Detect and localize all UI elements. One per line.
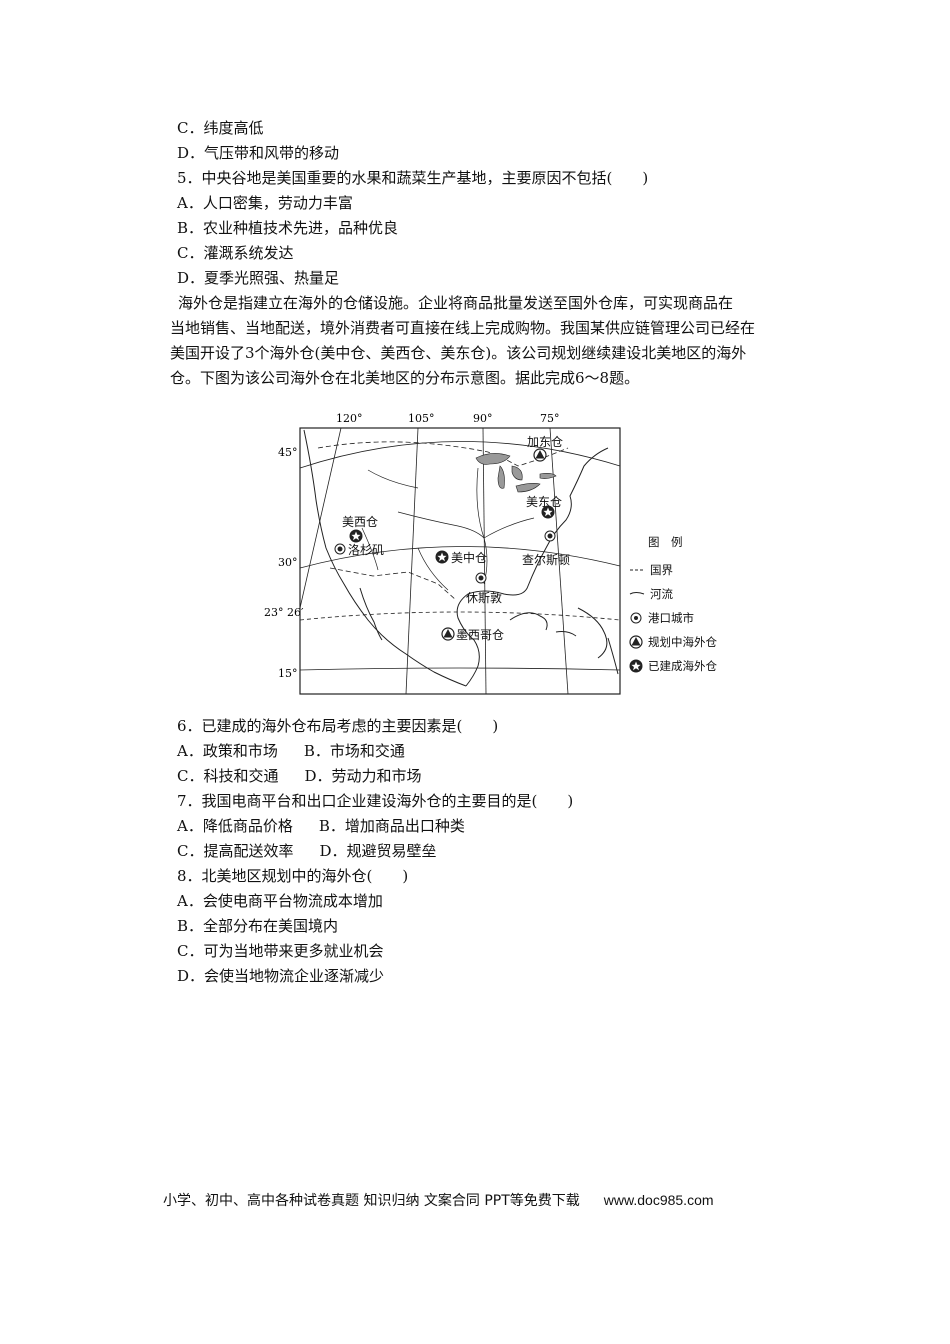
lon-label-105: 105° [408, 412, 435, 425]
parallel-15 [299, 667, 621, 671]
q6-stem: 6．已建成的海外仓布局考虑的主要因素是( ) [177, 717, 499, 735]
lon-label-75: 75° [540, 412, 560, 425]
star-icon [351, 531, 361, 541]
meridian-75 [549, 427, 569, 695]
star-icon [543, 507, 553, 517]
q7-option-a: A．降低商品价格 [177, 817, 293, 835]
q5-option-a: A．人口密集，劳动力丰富 [177, 194, 353, 212]
triangle-icon [443, 629, 453, 638]
lat-label-45: 45° [278, 446, 298, 459]
passage-line-4: 仓。下图为该公司海外仓在北美地区的分布示意图。据此完成6～8题。 [170, 369, 640, 387]
legend-built: 已建成海外仓 [648, 659, 717, 673]
border-us-mexico [329, 567, 457, 601]
river-ohio [483, 517, 535, 539]
passage-line-3: 美国开设了3个海外仓(美中仓、美西仓、美东仓)。该公司规划继续建设北美地区的海外 [170, 344, 747, 362]
lon-label-120: 120° [336, 412, 363, 425]
q7-stem: 7．我国电商平台和出口企业建设海外仓的主要目的是( ) [177, 792, 574, 810]
q6-option-d: D．劳动力和市场 [304, 767, 422, 785]
q8-option-d: D．会使当地物流企业逐渐减少 [177, 967, 385, 985]
q5-option-b: B．农业种植技术先进，品种优良 [177, 219, 399, 237]
legend-port: 港口城市 [648, 611, 694, 625]
q6-option-c: C．科技和交通 [177, 767, 279, 785]
river-missouri [397, 511, 485, 539]
river-mississippi [476, 467, 488, 585]
river-rio-grande [417, 547, 449, 591]
cuba-island [509, 612, 548, 631]
gulf-atlantic-coast [456, 447, 609, 687]
map-frame [299, 427, 621, 695]
parallel-45 [299, 441, 621, 469]
legend-planned: 规划中海外仓 [648, 635, 717, 649]
q8-option-a: A．会使电商平台物流成本增加 [177, 892, 383, 910]
label-meidong: 美东仓 [526, 495, 562, 509]
lesser-antilles [607, 637, 619, 675]
lake-erie [515, 483, 541, 493]
footer-text: 小学、初中、高中各种试卷真题 知识归纳 文案合同 PPT等免费下载 [163, 1193, 580, 1209]
q5-option-c: C．灌溉系统发达 [177, 244, 294, 262]
north-america-warehouse-map: 120° 105° 90° 75° 45° 30° 23° 26′ 15° [264, 408, 730, 700]
q7-option-b: B．增加商品出口种类 [318, 817, 465, 835]
label-jiadong: 加东仓 [527, 435, 563, 449]
label-meizhong: 美中仓 [451, 550, 487, 565]
q4-option-c: C．纬度高低 [177, 119, 264, 137]
meridian-105 [405, 427, 419, 695]
q6-option-a: A．政策和市场 [177, 742, 278, 760]
meridian-120 [299, 427, 342, 609]
q6-options-row-1: A．政策和市场 B．市场和交通 [177, 741, 405, 761]
pacific-coast [303, 429, 467, 687]
river-columbia [367, 469, 419, 489]
built-warehouses [349, 505, 555, 564]
hispaniola [555, 631, 577, 637]
label-mexico: 墨西哥仓 [456, 628, 504, 642]
label-meixi: 美西仓 [342, 515, 378, 529]
passage-line-2: 当地销售、当地配送，境外消费者可直接在线上完成购物。我国某供应链管理公司已经在 [170, 319, 756, 337]
river-colorado [361, 527, 379, 571]
label-charleston: 查尔斯顿 [522, 552, 570, 567]
tropic-of-cancer [299, 611, 621, 621]
lake-ontario [539, 473, 557, 479]
footer-site-link[interactable]: www.doc985.com [603, 1192, 714, 1208]
q7-option-d: D．规避贸易壁垒 [319, 842, 437, 860]
lake-huron [511, 465, 523, 481]
great-lakes [475, 453, 557, 493]
q8-stem: 8．北美地区规划中的海外仓( ) [177, 867, 409, 885]
lon-label-90: 90° [473, 412, 493, 425]
border-us-canada [317, 441, 569, 467]
page-footer: 小学、初中、高中各种试卷真题 知识归纳 文案合同 PPT等免费下载 www.doc… [163, 1190, 714, 1210]
label-los-angeles: 洛杉矶 [348, 542, 384, 557]
legend-river: 河流 [650, 587, 673, 601]
planned-warehouses [441, 448, 547, 641]
q8-option-b: B．全部分布在美国境内 [177, 917, 339, 935]
q5-option-d: D．夏季光照强、热量足 [177, 269, 340, 287]
star-icon [437, 552, 447, 562]
caribbean-arc [577, 607, 608, 659]
q6-option-b: B．市场和交通 [303, 742, 405, 760]
lat-label-30: 30° [278, 556, 298, 569]
map-legend: 图 例 国界 河流 港口城市 规划中海外仓 已建成海外仓 [629, 535, 717, 673]
label-houston: 休斯敦 [466, 590, 502, 605]
lake-michigan [497, 465, 505, 489]
passage-line-1: 海外仓是指建立在海外的仓储设施。企业将商品批量发送至国外仓库，可实现商品在 [178, 294, 734, 312]
triangle-icon [535, 450, 545, 459]
meridian-90 [482, 427, 487, 695]
baja-california [359, 587, 383, 641]
q8-option-c: C．可为当地带来更多就业机会 [177, 942, 384, 960]
q7-option-c: C．提高配送效率 [177, 842, 294, 860]
parallel-30 [299, 546, 621, 569]
q7-options-row-1: A．降低商品价格 B．增加商品出口种类 [177, 816, 465, 836]
legend-title: 图 例 [648, 535, 683, 549]
lat-label-tropic: 23° 26′ [264, 606, 304, 619]
lake-superior [475, 453, 511, 465]
q7-options-row-2: C．提高配送效率 D．规避贸易壁垒 [177, 841, 437, 861]
lat-label-15: 15° [278, 667, 298, 680]
q6-options-row-2: C．科技和交通 D．劳动力和市场 [177, 766, 422, 786]
q5-stem: 5．中央谷地是美国重要的水果和蔬菜生产基地，主要原因不包括( ) [177, 169, 649, 187]
q4-option-d: D．气压带和风带的移动 [177, 144, 340, 162]
legend-border: 国界 [650, 563, 673, 577]
